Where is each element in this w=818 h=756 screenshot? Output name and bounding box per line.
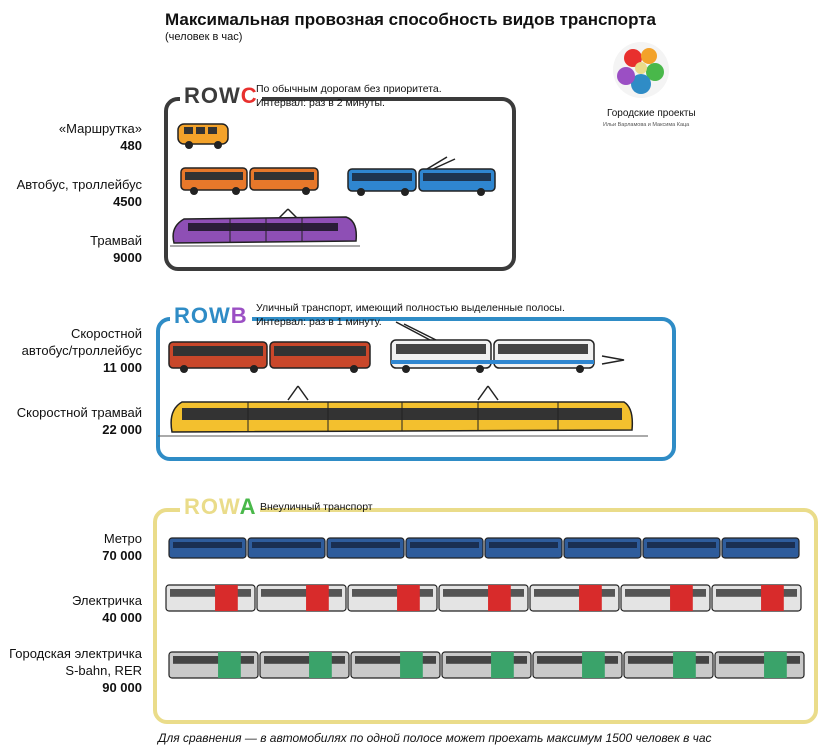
sbahn-train-icon [168, 651, 805, 679]
row-a-tag: ROWA [180, 494, 261, 520]
row-c-note: По обычным дорогам без приоритета. Интер… [256, 83, 442, 109]
logo-icon [613, 42, 669, 98]
row-c-letter: C [240, 83, 258, 108]
train-car [256, 584, 347, 612]
train-car [350, 651, 441, 679]
train-car [438, 584, 529, 612]
label-light-rail: Скоростной трамвай 22 000 [16, 405, 142, 437]
train-car [714, 651, 805, 679]
label-tram: Трамвай 9000 [90, 233, 142, 265]
logo-name: Городские проекты [607, 108, 696, 119]
logo-authors: Ильи Варламова и Максима Каца [603, 122, 690, 128]
page-title: Максимальная провозная способность видов… [165, 10, 657, 29]
tram-icon [170, 208, 360, 247]
light-rail-icon [158, 385, 648, 437]
metro-train-icon [168, 537, 800, 559]
train-car [259, 651, 350, 679]
commuter-train-icon [165, 584, 802, 612]
brt-bus-icon [168, 341, 371, 373]
train-car [168, 651, 259, 679]
row-c-frame [164, 97, 516, 271]
row-a-frame [153, 508, 818, 724]
trolleybus-icon [347, 156, 496, 196]
train-car [165, 584, 256, 612]
train-car [532, 651, 623, 679]
train-car [441, 651, 532, 679]
row-a-note: Внеуличный транспорт [260, 501, 373, 513]
row-a-letter: A [239, 494, 257, 519]
row-b-tag: ROWB [170, 303, 252, 329]
train-car [529, 584, 620, 612]
row-b-note: Уличный транспорт, имеющий полностью выд… [256, 302, 565, 328]
page-subtitle: (человек в час) [165, 31, 243, 43]
label-brt: Скоростной автобус/троллейбус 11 000 [21, 326, 142, 375]
row-b-letter: B [230, 303, 248, 328]
label-bus: Автобус, троллейбус 4500 [16, 177, 142, 209]
label-metro: Метро 70 000 [102, 531, 142, 563]
minibus-icon [177, 123, 229, 149]
label-minibus: «Маршрутка» 480 [58, 121, 142, 153]
train-car [620, 584, 711, 612]
label-commuter: Электричка 40 000 [72, 593, 142, 625]
train-car [623, 651, 714, 679]
label-sbahn: Городская электричка S-bahn, RER 90 000 [9, 646, 142, 695]
bus-icon [180, 167, 319, 195]
brt-trolleybus-icon [390, 321, 625, 373]
row-b-frame [156, 317, 676, 461]
footer-note: Для сравнения — в автомобилях по одной п… [158, 731, 712, 745]
train-car [711, 584, 802, 612]
train-car [347, 584, 438, 612]
row-c-tag: ROWC [180, 83, 262, 109]
